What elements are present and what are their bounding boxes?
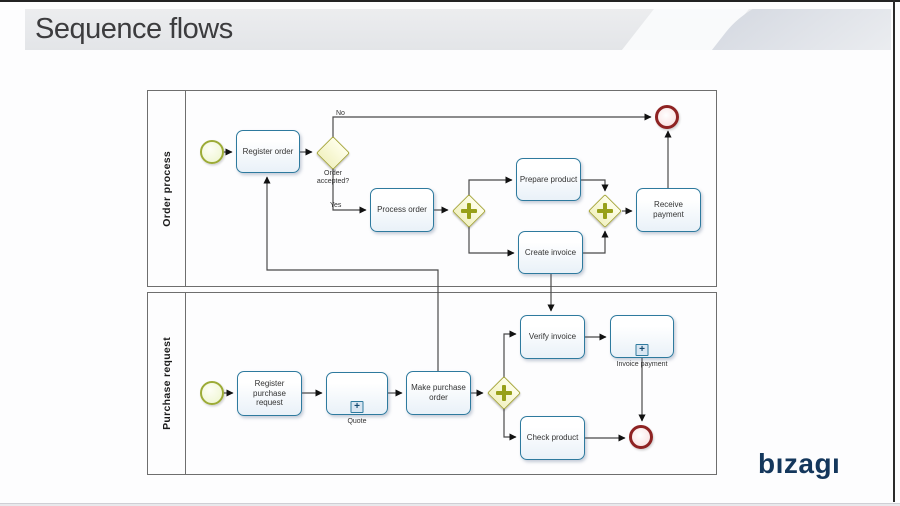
- gateway-parallel-split-order: [452, 194, 486, 228]
- task-label: Verify invoice: [528, 332, 577, 342]
- flow-label-no: No: [336, 110, 345, 117]
- task-check-product: Check product: [520, 416, 585, 460]
- gateway-parallel-split-purchase: [487, 376, 521, 410]
- gateway-label-order-accepted: Order accepted?: [316, 170, 350, 186]
- subprocess-plus-icon: +: [350, 401, 364, 413]
- flow-make-purchase-order-to-register-order: [263, 176, 439, 371]
- pool-purchase-request-lane: Purchase request: [148, 293, 186, 474]
- pool-purchase-request: Purchase request: [147, 292, 717, 475]
- frame-top-border: [0, 0, 900, 2]
- bizagi-logo: bızagı: [758, 448, 841, 479]
- task-label: Create invoice: [524, 247, 577, 257]
- task-label: Register order: [242, 146, 294, 156]
- subprocess-label-quote: Quote: [347, 418, 367, 425]
- flow-parallel1-to-prepare-product: [468, 176, 513, 196]
- flow-parallel3-to-check-product: [503, 408, 517, 441]
- task-label: Register purchase request: [253, 379, 286, 408]
- task-process-order: Process order: [370, 188, 434, 232]
- gateway-diamond: [316, 136, 350, 170]
- flow-parallel3-to-verify-invoice: [503, 330, 517, 378]
- parallel-plus-icon: [588, 194, 622, 228]
- task-register-order: Register order: [236, 130, 300, 173]
- gateway-exclusive-order-accepted: [316, 136, 350, 170]
- task-label: Prepare product: [519, 174, 578, 184]
- task-receive-payment: Receive payment: [636, 188, 701, 232]
- subprocess-quote: +: [326, 372, 388, 415]
- task-label: Check product: [526, 433, 579, 443]
- task-register-purchase-request: Register purchase request: [237, 371, 302, 416]
- task-prepare-product: Prepare product: [516, 158, 581, 201]
- gateway-parallel-join-order: [588, 194, 622, 228]
- end-event-order-process: [655, 105, 679, 129]
- flow-yes-to-process-order: [332, 168, 367, 214]
- task-label: Receive payment: [653, 200, 684, 219]
- task-make-purchase-order: Make purchase order: [406, 371, 471, 415]
- slide-title: Sequence flows: [35, 13, 233, 45]
- task-label: Process order: [377, 205, 427, 215]
- task-create-invoice: Create invoice: [518, 231, 583, 274]
- flow-parallel1-to-create-invoice: [468, 226, 515, 257]
- subprocess-invoice-payment: +: [610, 315, 674, 358]
- flow-create-invoice-to-parallel2: [583, 230, 609, 254]
- frame-right-border: [893, 0, 895, 502]
- frame-bottom-border: [0, 503, 900, 506]
- parallel-plus-icon: [452, 194, 486, 228]
- title-band: Sequence flows: [25, 9, 891, 50]
- pool-order-process: Order process: [147, 90, 717, 287]
- subprocess-plus-icon: +: [635, 344, 649, 356]
- parallel-plus-icon: [487, 376, 521, 410]
- flow-prepare-product-to-parallel2: [581, 179, 609, 192]
- task-verify-invoice: Verify invoice: [520, 315, 585, 359]
- subprocess-label-invoice-payment: Invoice payment: [616, 361, 668, 368]
- flow-no-to-end-event: [332, 113, 652, 138]
- start-event-order-process: [200, 140, 224, 164]
- end-event-purchase-request: [629, 425, 653, 449]
- task-label: Make purchase order: [411, 383, 466, 402]
- pool-order-process-lane: Order process: [148, 91, 186, 286]
- start-event-purchase-request: [200, 381, 224, 405]
- flow-label-yes: Yes: [330, 202, 342, 209]
